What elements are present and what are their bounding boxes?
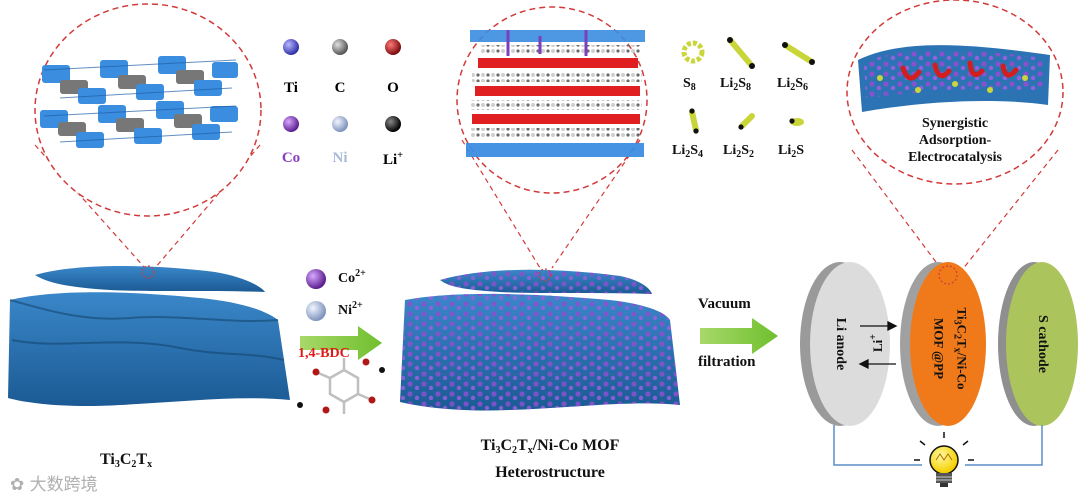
ti-atom-icon	[283, 39, 299, 55]
heterostructure-label: Ti3C2Tx/Ni-Co MOF Heterostructure	[440, 435, 660, 484]
synergy-label: Synergistic Adsorption- Electrocatalysis	[880, 115, 1030, 166]
synergy-line1: Synergistic	[880, 115, 1030, 132]
co2-ion-icon	[306, 269, 326, 289]
legend-c-label: C	[320, 80, 360, 97]
li2s8-chain-icon	[727, 37, 755, 69]
separator-label: Ti3C2Tx/Ni-Co MOF @PP	[930, 269, 971, 429]
separator-line2: MOF @PP	[930, 269, 948, 429]
mof-layer-structure	[466, 30, 645, 157]
vacuum-label: Vacuum	[698, 296, 751, 313]
legend-ni-label: Ni	[320, 150, 360, 167]
bdc-molecule-icon	[297, 358, 385, 414]
li2s4-label: Li2S4	[672, 143, 703, 160]
li2s6-chain-icon	[782, 42, 815, 65]
li-ion-label: Li+	[868, 334, 886, 352]
legend-li-label: Li+	[373, 150, 413, 169]
zoom-circle-mxene	[35, 4, 261, 268]
bdc-label: 1,4-BDC	[298, 346, 350, 362]
watermark-logo-icon: ✿	[10, 475, 24, 495]
s-cathode-label: S cathode	[1034, 294, 1050, 394]
li2s-icon	[789, 118, 804, 126]
heterostructure-line1: Ti3C2Tx/Ni-Co MOF	[440, 435, 660, 462]
synergy-line2: Adsorption-	[880, 132, 1030, 149]
li-anode-label: Li anode	[832, 294, 848, 394]
li-atom-icon	[385, 116, 401, 132]
li2s6-label: Li2S6	[777, 76, 808, 93]
heterostructure-line2: Heterostructure	[440, 462, 660, 484]
zoom-circle-heterostructure	[457, 7, 647, 268]
separator-line1: Ti3C2Tx/Ni-Co	[948, 269, 971, 429]
o-atom-icon	[385, 39, 401, 55]
li2s-label: Li2S	[778, 143, 804, 160]
mxene-label: Ti3C2Tx	[100, 451, 152, 470]
legend-ti-label: Ti	[271, 80, 311, 97]
light-bulb-icon	[914, 432, 974, 487]
reagents	[297, 269, 385, 414]
synergy-line3: Electrocatalysis	[880, 149, 1030, 166]
filtration-arrow-icon	[700, 318, 778, 354]
li2s2-chain-icon	[738, 116, 752, 130]
ni2-ion-label: Ni2+	[338, 300, 363, 319]
s8-ring-icon	[684, 43, 702, 61]
ni-atom-icon	[332, 116, 348, 132]
c-atom-icon	[332, 39, 348, 55]
mxene-sheets	[8, 266, 290, 406]
li2s8-label: Li2S8	[720, 76, 751, 93]
s8-label: S8	[683, 76, 696, 93]
filtration-label: filtration	[698, 354, 756, 371]
li2s2-label: Li2S2	[723, 143, 754, 160]
co-atom-icon	[283, 116, 299, 132]
co2-ion-label: Co2+	[338, 268, 366, 287]
heterostructure-sheets	[400, 269, 680, 411]
watermark: ✿ 大数跨境	[10, 470, 98, 495]
legend-o-label: O	[373, 80, 413, 97]
ni2-ion-icon	[306, 301, 326, 321]
li2s4-chain-icon	[689, 108, 698, 133]
legend-co-label: Co	[271, 150, 311, 167]
